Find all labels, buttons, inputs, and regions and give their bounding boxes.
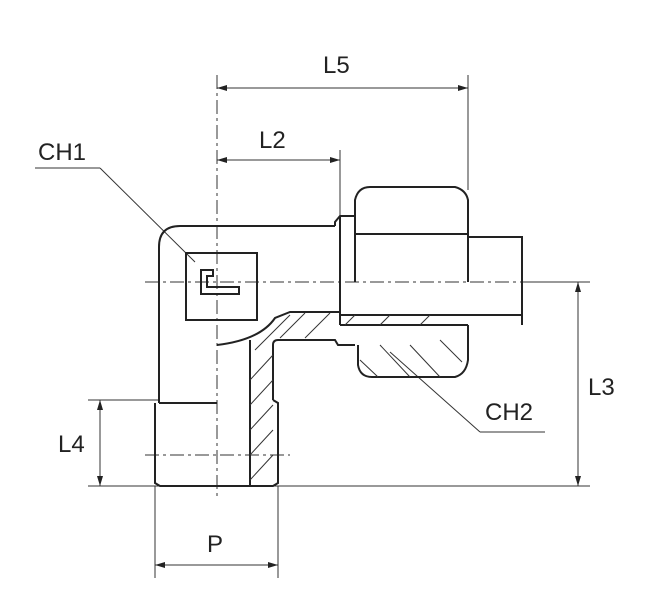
dimension-label-l3: L3 <box>588 374 615 401</box>
extension-lines <box>88 75 590 578</box>
elbow-body <box>154 215 355 487</box>
tube <box>340 236 523 326</box>
wrench-icon <box>200 269 240 295</box>
nut <box>354 186 469 378</box>
label-ch1: CH1 <box>38 139 86 166</box>
label-ch2: CH2 <box>485 399 533 426</box>
dimension-label-p: P <box>207 531 223 558</box>
section-hatching <box>249 312 463 481</box>
dimension-label-l5: L5 <box>323 52 350 79</box>
dimension-label-l2: L2 <box>259 127 286 154</box>
dimension-lines <box>97 85 581 568</box>
ch1-flat <box>185 252 258 321</box>
ch1-leader <box>99 167 196 263</box>
center-lines <box>145 75 530 500</box>
ch2-leader <box>389 351 481 433</box>
dimension-label-l4: L4 <box>58 431 85 458</box>
